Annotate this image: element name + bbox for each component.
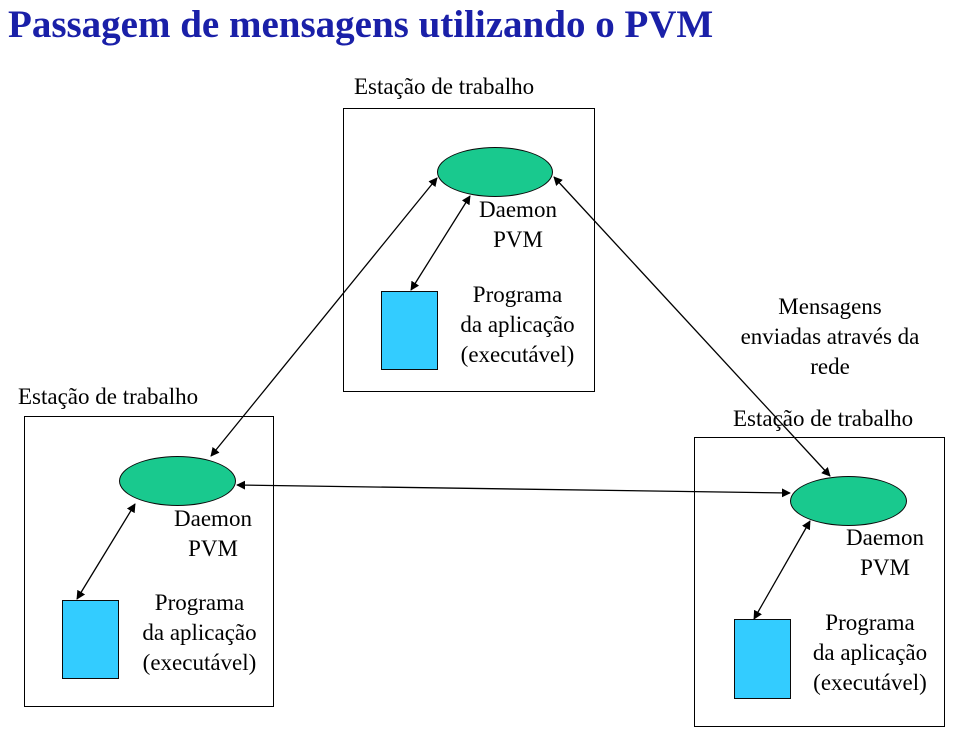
link-left-program-daemon <box>76 503 136 600</box>
station-label-left: Estação de trabalho <box>18 384 199 409</box>
link-top-right-daemon <box>553 176 831 477</box>
program-node-left <box>62 600 119 679</box>
daemon-label-left: Daemon PVM <box>174 506 252 561</box>
link-left-right-daemon <box>236 480 791 498</box>
link-right-program-daemon <box>753 520 811 620</box>
program-label-right: Programa da aplicação (executável) <box>812 610 928 695</box>
station-box-left <box>24 416 274 707</box>
page-title: Passagem de mensagens utilizando o PVM <box>8 3 714 46</box>
station-label-top: Estação de trabalho <box>354 74 535 99</box>
daemon-label-right: Daemon PVM <box>846 525 924 580</box>
program-node-right <box>734 619 791 699</box>
daemon-node-top <box>437 147 553 197</box>
program-label-left: Programa da aplicação (executável) <box>142 590 257 675</box>
link-top-program-daemon <box>410 195 471 291</box>
daemon-label-top: Daemon PVM <box>479 197 557 252</box>
daemon-node-left <box>119 456 236 506</box>
link-top-left-daemon <box>210 177 438 457</box>
daemon-node-right <box>790 476 907 526</box>
